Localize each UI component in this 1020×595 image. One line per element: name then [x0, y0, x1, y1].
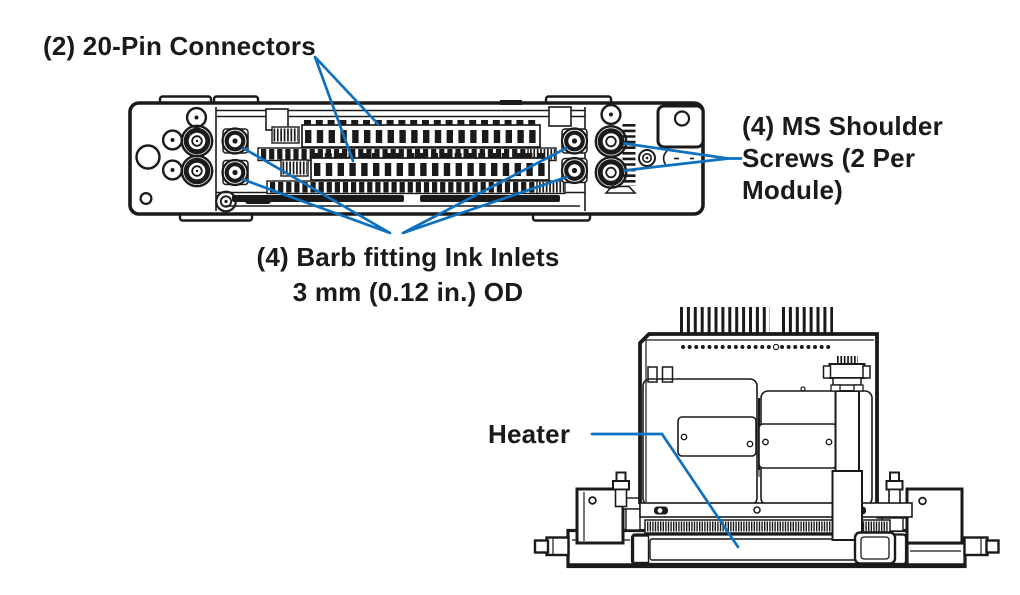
label-shoulder-screws-line3: Module)	[742, 175, 844, 205]
side-barb-fitting	[885, 471, 904, 508]
screw-head	[215, 190, 237, 213]
dowel-pin	[600, 103, 622, 126]
bottom-boss	[604, 185, 637, 194]
label-shoulder-screws: (4) MS Shoulder Screws (2 Per Module)	[742, 110, 943, 206]
body-outline	[638, 332, 879, 504]
base-plate-step	[905, 541, 967, 569]
right-locating-pin	[963, 536, 1000, 557]
vent-dot-open	[772, 343, 780, 351]
shoulder-screw	[180, 154, 214, 188]
vent-slot	[661, 366, 674, 383]
printhead-top-view	[128, 95, 705, 222]
pin-connector-row-1	[257, 120, 557, 162]
ink-inlet-barb	[221, 158, 249, 187]
label-heater-text: Heater	[488, 419, 571, 449]
label-pin-connectors-text: (2) 20-Pin Connectors	[43, 31, 316, 61]
label-shoulder-screws-line2: Screws (2 Per	[742, 143, 916, 173]
cable-clip	[548, 106, 572, 127]
panel-screw	[800, 386, 806, 392]
ink-inlet-barb	[560, 127, 589, 155]
heater-plate	[677, 416, 757, 457]
heater-plate	[758, 423, 838, 469]
leader-lines	[241, 55, 743, 549]
cable-connector	[822, 356, 871, 392]
mount-hole	[673, 110, 691, 127]
pin-connector-row-2	[266, 153, 566, 195]
retainer-bar	[639, 502, 913, 518]
ink-inlet-barb	[221, 127, 249, 155]
leader-ink-inlets-right	[401, 146, 568, 235]
wing-hole	[918, 496, 927, 506]
nozzle-slot	[630, 533, 908, 566]
mount-tab	[656, 104, 705, 149]
shoulder-screw	[180, 124, 214, 158]
right-end-cap	[560, 103, 705, 194]
label-pin-connectors: (2) 20-Pin Connectors	[43, 30, 316, 62]
cable-clamp	[853, 531, 897, 565]
vent-slot	[647, 366, 658, 383]
ink-inlet-barb	[560, 156, 589, 185]
leader-shoulder-screws	[623, 142, 743, 172]
label-ink-inlets-line1: (4) Barb fitting Ink Inlets	[256, 242, 560, 272]
label-ink-inlets: (4) Barb fitting Ink Inlets 3 mm (0.12 i…	[208, 240, 608, 310]
left-locating-pin	[533, 536, 570, 557]
leader-heater	[590, 432, 740, 549]
label-shoulder-screws-line1: (4) MS Shoulder	[742, 111, 943, 141]
wing-hole	[588, 496, 597, 505]
small-hole	[139, 192, 153, 206]
latch-lump	[245, 197, 271, 204]
leader-pin-connectors	[313, 55, 380, 163]
leader-ink-inlets-left	[241, 146, 392, 235]
right-mount-wing	[905, 487, 964, 545]
side-barb-fitting	[612, 471, 630, 508]
frame-bar	[232, 195, 404, 202]
frame-bar	[420, 195, 560, 202]
printhead-side-view	[533, 307, 1000, 569]
screw-head	[638, 149, 656, 167]
left-end-cap	[135, 106, 271, 213]
top-edge-clip	[500, 100, 522, 105]
alignment-hole	[135, 144, 161, 170]
label-ink-inlets-line2: 3 mm (0.12 in.) OD	[292, 277, 524, 307]
label-heater: Heater	[488, 418, 570, 450]
flex-cable	[831, 390, 863, 541]
